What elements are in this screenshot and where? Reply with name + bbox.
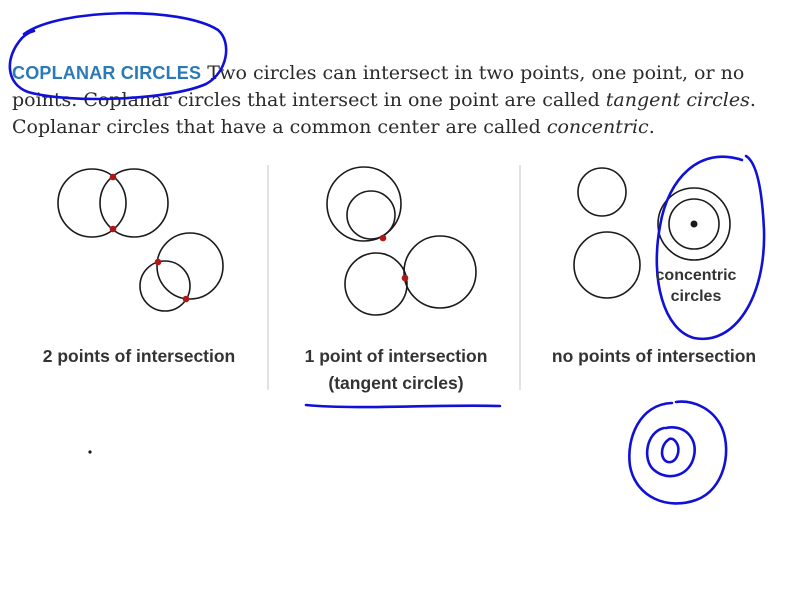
intersection-point [109, 225, 117, 233]
circle [346, 190, 396, 240]
circle [403, 235, 477, 309]
intersection-point [109, 173, 117, 181]
circle [326, 166, 402, 242]
panel-one-point [326, 166, 477, 316]
concentric-loop-annotation [655, 154, 766, 341]
panel-no-points [573, 167, 731, 299]
circle [57, 168, 127, 238]
caption-two-points: 2 points of intersection [42, 346, 236, 366]
circle [156, 232, 224, 300]
underline-annotation [304, 403, 502, 409]
concentric-label-line1: concentric [655, 267, 737, 284]
stray-dot [88, 450, 92, 454]
intersection-point [154, 258, 162, 266]
circle [573, 231, 641, 299]
drawn-middle-circle [645, 426, 696, 478]
ink-annotations [8, 11, 766, 505]
tangent-points [379, 234, 409, 282]
caption-no-points: no points of intersection [551, 346, 757, 366]
paragraph-text-3: . [648, 116, 655, 138]
panel-two-points [57, 168, 224, 312]
section-heading: COPLANAR CIRCLES [12, 63, 202, 83]
concentric-label-line2: circles [670, 288, 722, 305]
intersection-points-two [109, 173, 190, 303]
caption-one-point: 1 point of intersection [304, 346, 488, 366]
paragraph-text-2: . Coplanar circles that have a common ce… [12, 89, 756, 138]
circle [577, 167, 627, 217]
drawn-outer-circle [628, 400, 728, 505]
caption-tangent-circles: (tangent circles) [328, 373, 464, 393]
circle [99, 168, 169, 238]
drawn-inner-circle [660, 437, 680, 464]
tangent-point [401, 274, 409, 282]
concentric-outer-circle [657, 187, 731, 261]
concentric-label: concentric circles [644, 265, 748, 307]
circle [139, 260, 191, 312]
term-tangent-circles: tangent circles [605, 89, 750, 111]
heading-circle-annotation [8, 11, 228, 101]
term-concentric: concentric [546, 116, 649, 138]
tangent-point [379, 234, 387, 242]
definition-paragraph: COPLANAR CIRCLES Two circles can interse… [12, 60, 792, 141]
circle [344, 252, 408, 316]
common-center-point [690, 220, 698, 228]
intersection-point [182, 295, 190, 303]
concentric-middle-circle [668, 198, 720, 250]
